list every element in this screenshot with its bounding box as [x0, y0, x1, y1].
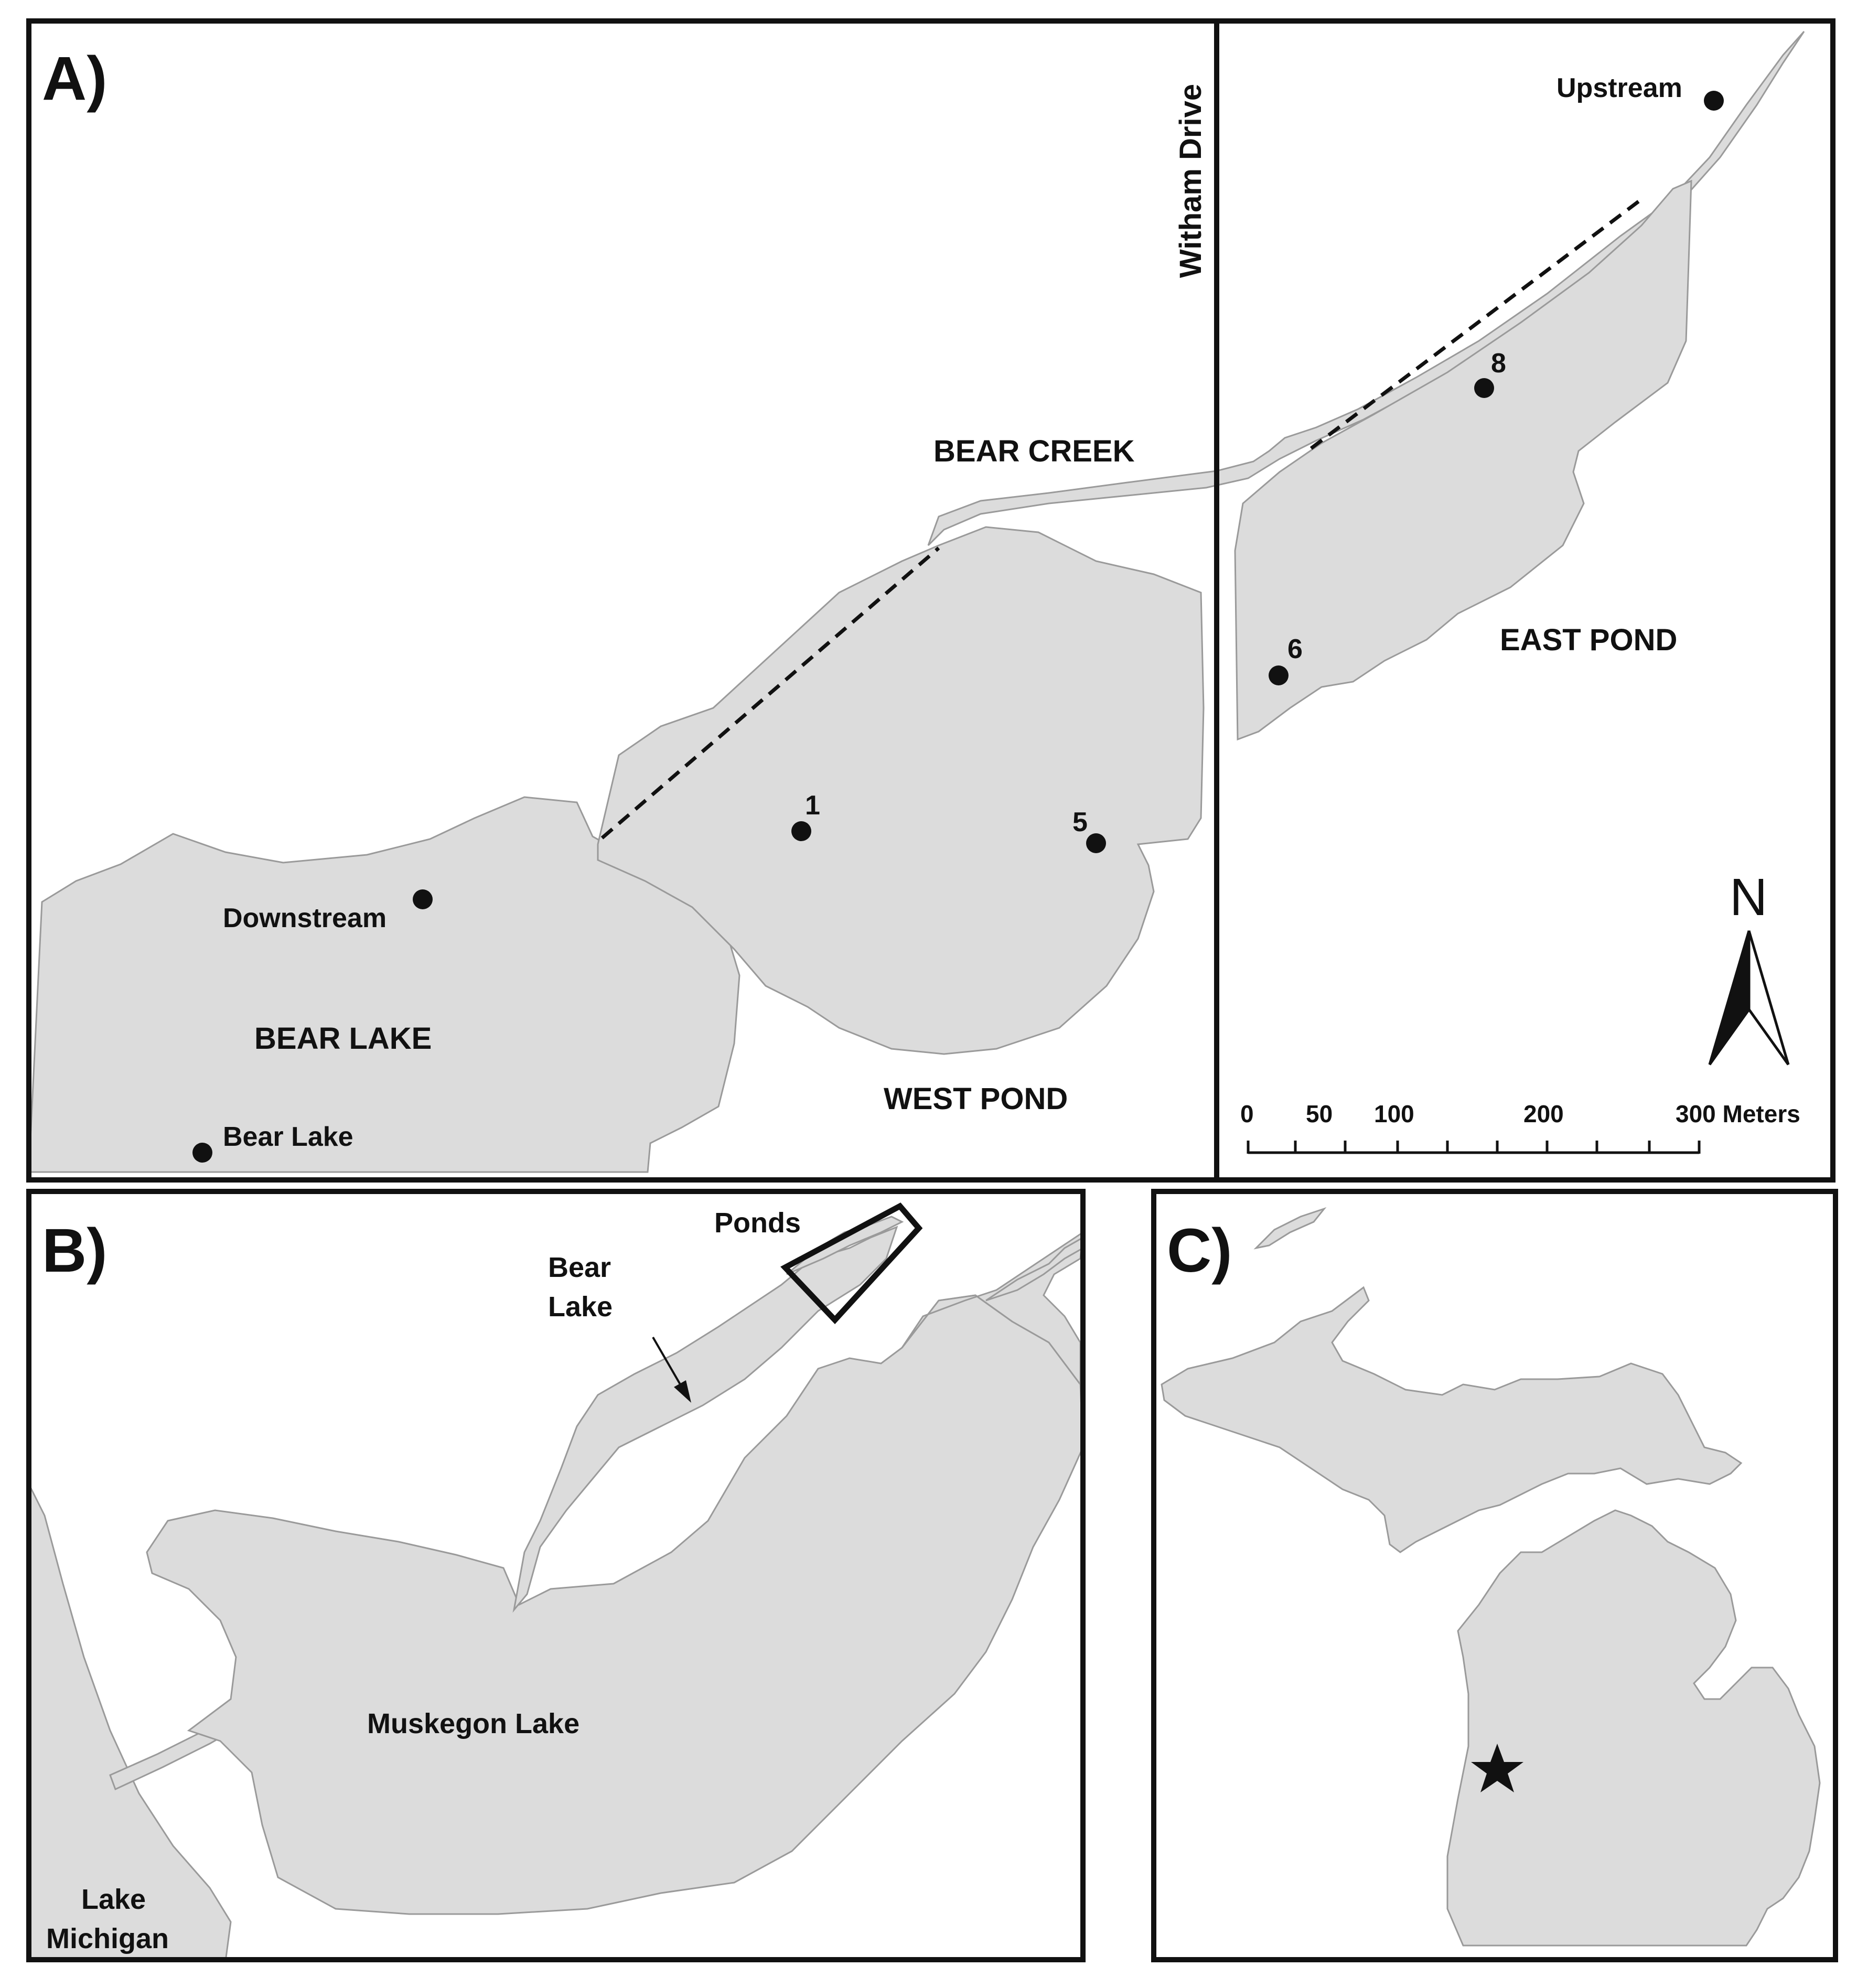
bear-lake-b-shape — [512, 1226, 898, 1613]
bear-lake-site-label: Bear Lake — [223, 1122, 353, 1152]
east-pond-label: EAST POND — [1500, 623, 1677, 657]
bear-creek-label: BEAR CREEK — [933, 434, 1135, 468]
ponds-label: Ponds — [714, 1207, 801, 1239]
panel-c-label: C) — [1167, 1216, 1232, 1285]
bear-lake-label: BEAR LAKE — [254, 1022, 432, 1056]
site-8-marker — [1474, 378, 1494, 398]
bear-lake-pointer-arrow — [652, 1336, 683, 1388]
upstream-site-marker — [1704, 91, 1724, 111]
site-1-label: 1 — [805, 790, 820, 821]
witham-drive-label: Witham Drive — [1174, 84, 1208, 278]
lake-michigan-label-line2: Michigan — [46, 1923, 169, 1954]
bear-lake-b-label-line1: Bear — [548, 1252, 611, 1283]
east-pond-dashed-channel — [1309, 198, 1643, 450]
lower-peninsula-shape — [1446, 1509, 1821, 1947]
isle-royale-shape — [1253, 1207, 1327, 1250]
west-pond-shape — [597, 526, 1205, 1055]
site-5-marker — [1086, 833, 1106, 853]
panel-a: A) Witham Drive BEAR CREEK WEST POND EAS… — [26, 18, 1835, 1183]
panel-c: C) — [1151, 1189, 1838, 1962]
north-label: N — [1730, 868, 1767, 927]
scale-bar: 0 50 100 200 300 Meters — [1240, 1100, 1800, 1154]
panel-a-label: A) — [42, 44, 108, 113]
downstream-site-label: Downstream — [223, 903, 387, 933]
site-5-label: 5 — [1072, 807, 1088, 837]
bear-lake-site-marker — [192, 1143, 212, 1163]
arrow-head-icon — [674, 1380, 691, 1403]
muskegon-lake-label: Muskegon Lake — [367, 1708, 579, 1739]
scale-tick-200: 200 — [1523, 1100, 1564, 1127]
downstream-site-marker — [413, 889, 433, 909]
site-8-label: 8 — [1491, 348, 1506, 379]
scale-tick-300-meters: 300 Meters — [1676, 1100, 1800, 1127]
scale-tick-100: 100 — [1374, 1100, 1414, 1127]
site-6-marker — [1269, 665, 1289, 685]
north-arrow-icon: N — [1708, 868, 1790, 1066]
bear-creek-channel — [927, 31, 1805, 546]
scale-tick-0: 0 — [1240, 1100, 1254, 1127]
west-pond-dashed-channel — [600, 546, 940, 840]
site-1-marker — [791, 821, 811, 841]
site-6-label: 6 — [1287, 634, 1303, 664]
upper-peninsula-shape — [1161, 1286, 1743, 1553]
panel-b-label: B) — [42, 1216, 108, 1285]
muskegon-lake-shape — [146, 1294, 1084, 1915]
ponds-box-outline — [780, 1202, 923, 1325]
west-pond-label: WEST POND — [884, 1082, 1068, 1116]
panel-b-frame — [26, 1189, 1086, 1962]
panel-a-east-frame — [1214, 18, 1835, 1183]
study-location-star-icon — [1471, 1744, 1523, 1792]
panel-c-frame — [1151, 1189, 1838, 1962]
bear-lake-b-label-line2: Lake — [548, 1291, 613, 1323]
east-pond-shape — [1234, 179, 1692, 741]
upstream-site-label: Upstream — [1557, 73, 1682, 103]
lake-michigan-label-line1: Lake — [81, 1884, 146, 1915]
scale-tick-50: 50 — [1306, 1100, 1333, 1127]
panel-b: B) Ponds Bear Lake Muskegon Lake Lake Mi… — [26, 1189, 1086, 1962]
bear-lake-shape — [28, 796, 740, 1173]
